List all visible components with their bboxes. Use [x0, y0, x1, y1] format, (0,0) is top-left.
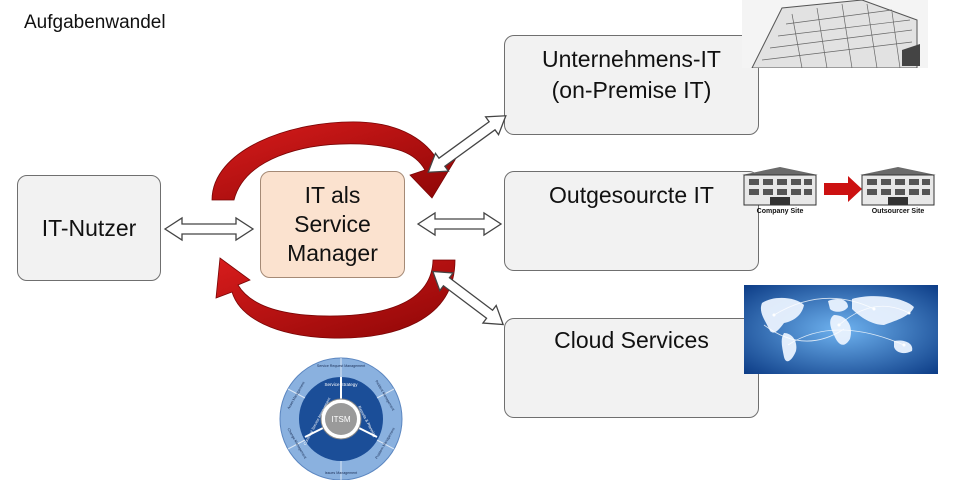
cycle-arrow-lower — [215, 257, 456, 339]
arrow-manager-outgesourcte — [416, 211, 503, 237]
outgesourcte-it-label: Outgesourcte IT — [549, 182, 714, 208]
outsourcer-site-label: Outsourcer Site — [872, 208, 925, 215]
outsourcing-arrow — [824, 176, 862, 202]
unternehmens-it-box: Unternehmens-IT (on-Premise IT) — [504, 35, 759, 135]
outsourcing-buildings-image: Company Site Outsourcer Site — [742, 167, 936, 215]
outgesourcte-it-box: Outgesourcte IT — [504, 171, 759, 271]
unternehmens-it-line2: (on-Premise IT) — [551, 77, 712, 103]
unternehmens-it-line1: Unternehmens-IT — [542, 46, 721, 72]
cloud-services-label: Cloud Services — [554, 327, 709, 353]
arrow-manager-unternehmens — [427, 115, 507, 173]
arrow-nutzer-manager — [163, 216, 255, 242]
itsm-outer-service-request: Service Request Management — [317, 364, 365, 368]
service-manager-line2: Service — [294, 211, 371, 237]
diagram-title: Aufgabenwandel — [24, 12, 166, 33]
cycle-arrow-upper — [211, 121, 456, 201]
service-manager-box: IT als Service Manager — [260, 171, 405, 278]
world-map-image — [744, 285, 938, 374]
itsm-outer-issues: Issues Management — [325, 471, 357, 475]
arrow-manager-cloud — [431, 270, 505, 326]
cloud-services-box: Cloud Services — [504, 318, 759, 418]
company-site-building-icon — [742, 167, 818, 206]
it-nutzer-box: IT-Nutzer — [17, 175, 161, 281]
unternehmens-it-label: Unternehmens-IT (on-Premise IT) — [542, 44, 721, 106]
itsm-center-label: ITSM — [331, 415, 350, 424]
itsm-segment-service-strategy: Service Strategy — [324, 382, 358, 387]
outsourcer-site-building-icon — [860, 167, 936, 206]
building-sketch-image — [742, 0, 928, 68]
itsm-wheel-image: ITSM Service Strategy Continual Service … — [279, 357, 403, 480]
company-site-label: Company Site — [757, 208, 804, 215]
service-manager-line1: IT als — [304, 182, 361, 208]
it-nutzer-label: IT-Nutzer — [41, 214, 137, 241]
service-manager-label: IT als Service Manager — [287, 181, 378, 268]
service-manager-line3: Manager — [287, 240, 378, 266]
